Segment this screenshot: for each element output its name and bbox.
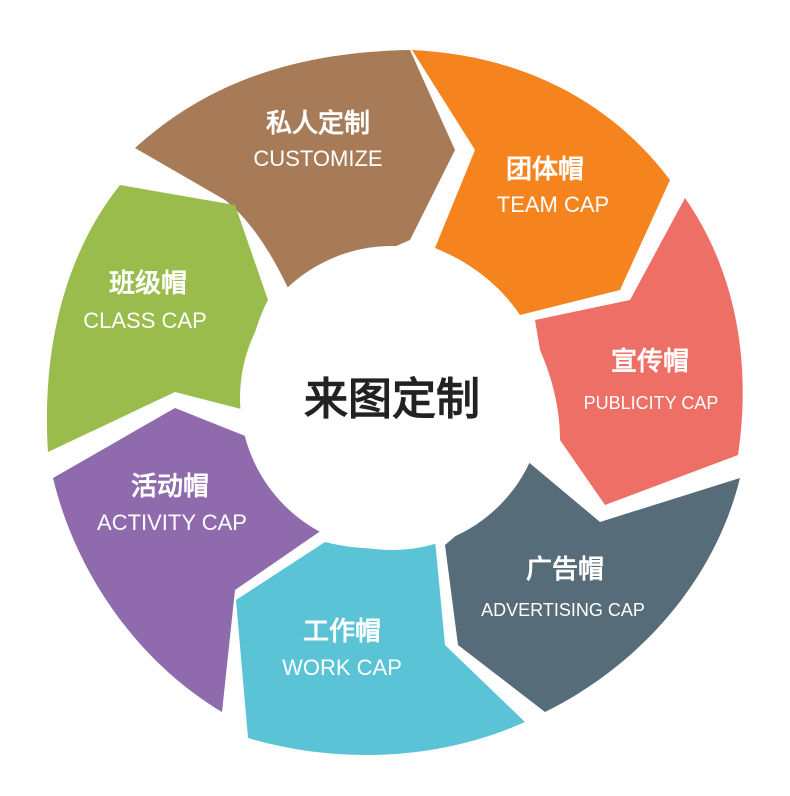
segment-activity: 活动帽 ACTIVITY CAP	[53, 408, 322, 712]
segment-class-title-en: CLASS CAP	[83, 308, 207, 333]
segment-team-shape	[412, 50, 670, 315]
segment-activity-title-zh: 活动帽	[131, 472, 209, 502]
segment-publicity-title-en: PUBLICITY CAP	[584, 393, 719, 413]
segment-customize-title-en: CUSTOMIZE	[253, 146, 382, 171]
segment-customize: 私人定制 CUSTOMIZE	[135, 50, 455, 292]
segment-class: 班级帽 CLASS CAP	[46, 185, 268, 452]
segment-class-shape	[46, 185, 268, 452]
segment-customize-shape	[135, 50, 455, 292]
segment-work-title-zh: 工作帽	[303, 617, 381, 647]
segment-advertising-shape	[445, 455, 740, 712]
segment-team: 团体帽 TEAM CAP	[412, 50, 670, 315]
segment-publicity-title-zh: 宣传帽	[611, 346, 689, 377]
segment-customize-title-zh: 私人定制	[266, 108, 370, 139]
center-hub: 来图定制	[240, 246, 544, 550]
segment-class-title-zh: 班级帽	[109, 268, 187, 299]
segment-advertising-title-zh: 广告帽	[526, 555, 604, 585]
segment-team-title-zh: 团体帽	[506, 155, 584, 185]
center-circle	[240, 246, 544, 550]
segment-work-title-en: WORK CAP	[282, 655, 402, 680]
segment-activity-title-en: ACTIVITY CAP	[97, 510, 247, 535]
segment-advertising: 广告帽 ADVERTISING CAP	[445, 455, 740, 712]
segment-work: 工作帽 WORK CAP	[236, 540, 525, 756]
segment-publicity-shape	[535, 198, 743, 505]
segment-activity-shape	[53, 408, 322, 712]
segment-advertising-title-en: ADVERTISING CAP	[481, 600, 645, 620]
center-title: 来图定制	[304, 374, 480, 425]
segment-team-title-en: TEAM CAP	[497, 192, 609, 217]
segment-publicity: 宣传帽 PUBLICITY CAP	[535, 198, 743, 505]
segment-work-shape	[236, 540, 525, 756]
